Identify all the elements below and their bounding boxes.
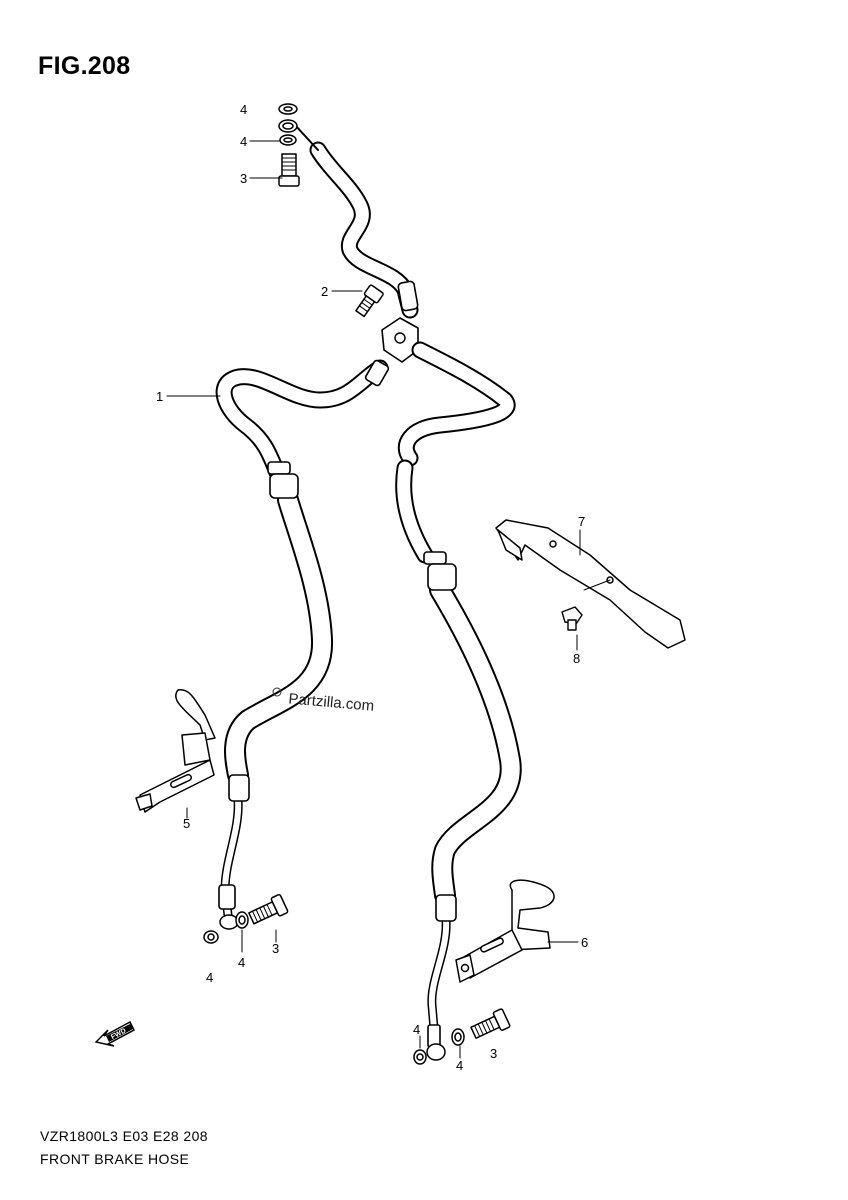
callout-4: 4 (206, 970, 213, 985)
watermark-text: Partzilla.com (288, 690, 375, 714)
clamp-6[interactable] (455, 879, 555, 983)
banjo-fittings (219, 914, 446, 1061)
fwd-label: FWD (110, 1028, 127, 1042)
hose-grommets (218, 359, 457, 1048)
callout-5: 5 (183, 816, 190, 831)
hose-joint (381, 317, 419, 363)
callout-2: 2 (321, 284, 328, 299)
callout-7: 7 (578, 514, 585, 529)
union-bolts-3[interactable] (247, 153, 511, 1042)
callout-3: 3 (490, 1046, 497, 1061)
forward-arrow-icon: FWD (94, 1020, 135, 1047)
upper-brake-hose[interactable] (294, 124, 419, 319)
diagram-name: FRONT BRAKE HOSE (40, 1151, 190, 1167)
callouts: 4 4 3 2 1 7 8 5 3 4 4 6 4 4 3 (156, 102, 588, 1073)
watermark: Partzilla.com (272, 687, 375, 715)
callout-3: 3 (240, 171, 247, 186)
callout-1: 1 (156, 389, 163, 404)
washers-4[interactable] (203, 103, 465, 1065)
callout-8: 8 (573, 651, 580, 666)
callout-4: 4 (413, 1022, 420, 1037)
callout-4: 4 (240, 102, 247, 117)
callout-4: 4 (238, 955, 245, 970)
bolt-2[interactable] (353, 284, 384, 318)
bracket-7[interactable] (495, 519, 686, 649)
callout-4: 4 (240, 134, 247, 149)
callout-4: 4 (456, 1058, 463, 1073)
bolt-8[interactable] (561, 606, 583, 631)
model-code: VZR1800L3 E03 E28 208 (40, 1128, 208, 1144)
figure-title: FIG.208 (38, 52, 131, 80)
clamp-5[interactable] (135, 689, 216, 813)
front-brake-hose-1[interactable] (215, 341, 522, 1045)
callout-3: 3 (272, 941, 279, 956)
callout-6: 6 (581, 935, 588, 950)
leader-lines (166, 140, 611, 1059)
